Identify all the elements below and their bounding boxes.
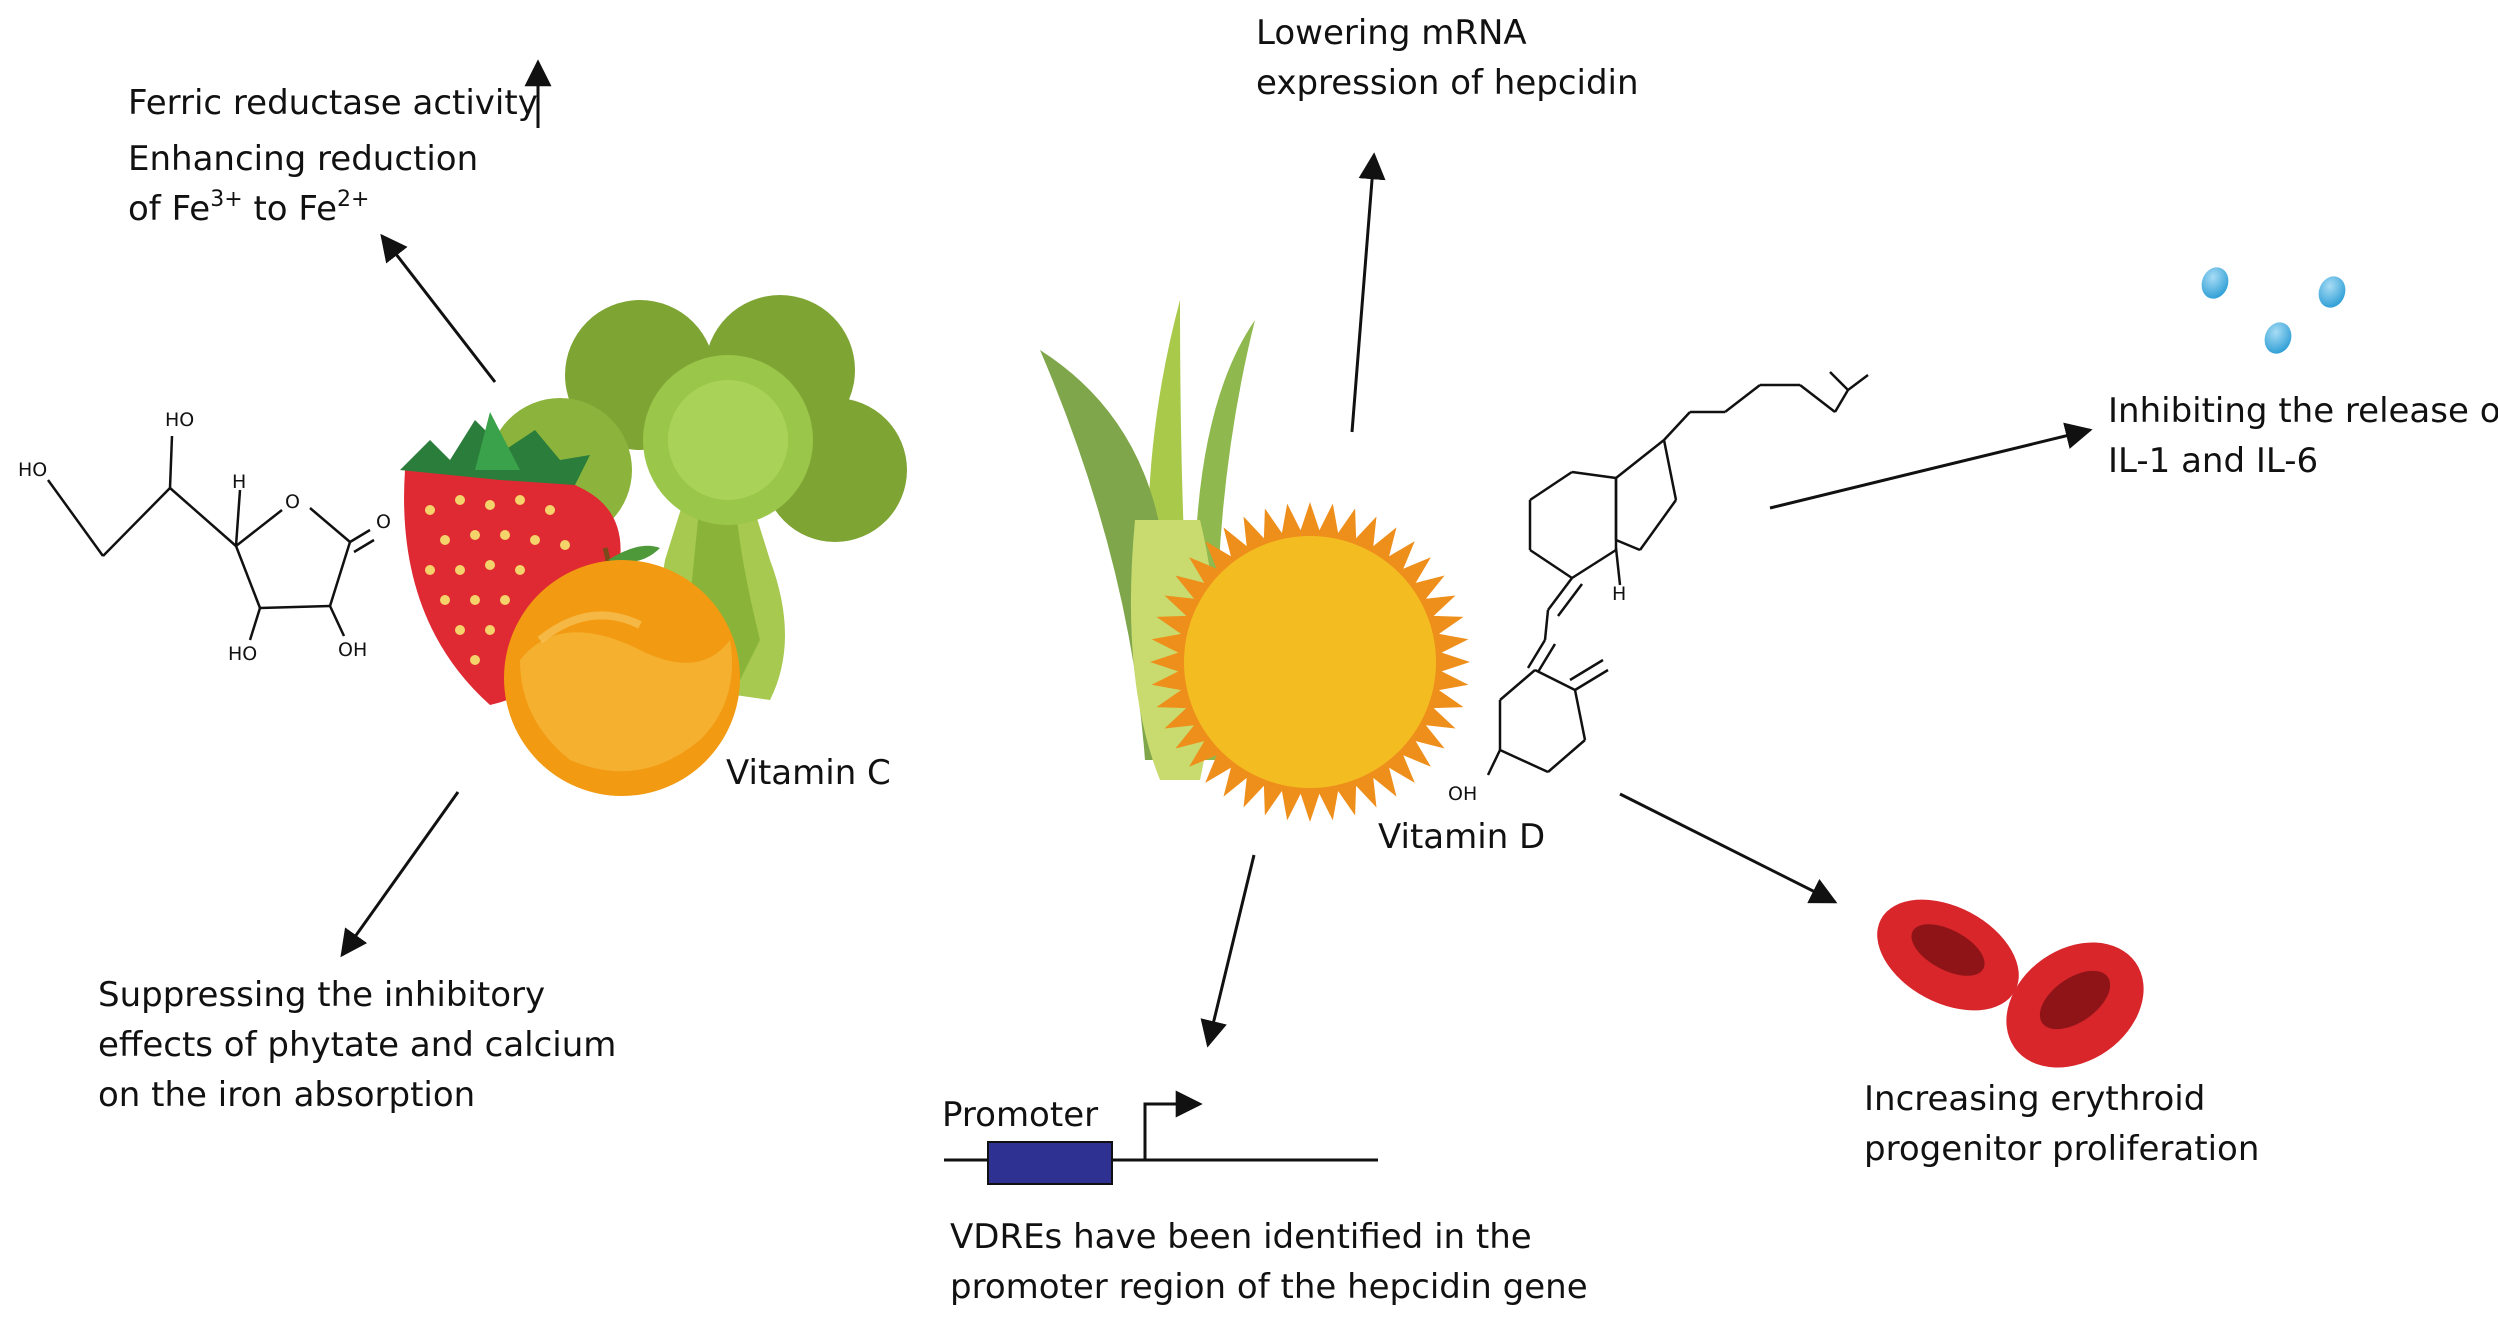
atom-oh: OH [338,639,367,661]
orange-illustration [504,545,740,796]
label-vitamin-c: Vitamin C [726,753,891,793]
atom-h: H [232,471,246,493]
arrow-vitd-to-erythroid [1619,792,1838,904]
arrow-vitd-to-hepcidin [1350,152,1386,433]
label-promoter: Promoter [942,1095,1099,1135]
atom-o-carbonyl: O [376,511,391,533]
arrow-vitc-to-reduction [380,233,497,383]
vitamin-d-atoms: H OH [1448,583,1626,805]
label-vitamin-d: Vitamin D [1378,817,1546,857]
ascorbic-acid-atoms: HO HO H O O HO OH [18,409,391,665]
ascorbic-acid-structure [46,435,375,641]
arrow-vitd-to-vdre [1200,854,1256,1048]
vitd-atom-h: H [1612,583,1626,605]
sun-illustration [1150,502,1470,822]
atom-ho-3: HO [228,643,257,665]
red-blood-cells [1877,899,2144,1068]
label-suppressing: Suppressing the inhibitory effects of ph… [98,975,617,1115]
atom-ho-1: HO [18,459,47,481]
label-vdres: VDREs have been identified in the promot… [950,1217,1588,1307]
cytokine-droplets [2201,267,2346,354]
label-inhibiting-il: Inhibiting the release of IL-1 and IL-6 [2108,391,2498,481]
label-enhancing-reduction: Enhancing reduction of Fe3+ to Fe2+ [128,139,479,229]
vitd-atom-oh: OH [1448,783,1477,805]
label-ferric-reductase: Ferric reductase activity [128,83,538,123]
arrows [340,59,2093,1048]
promoter-gene-diagram [944,1090,1378,1185]
label-lowering-hepcidin: Lowering mRNA expression of hepcidin [1256,13,1639,103]
vitamin-d-structure [1486,371,1869,776]
atom-ho-2: HO [165,409,194,431]
arrow-vitd-to-il [1769,422,2093,510]
promoter-box [987,1141,1113,1185]
atom-o-ring: O [285,491,300,513]
arrow-vitc-to-suppress [340,791,460,958]
label-erythroid: Increasing erythroid progenitor prolifer… [1864,1079,2260,1169]
